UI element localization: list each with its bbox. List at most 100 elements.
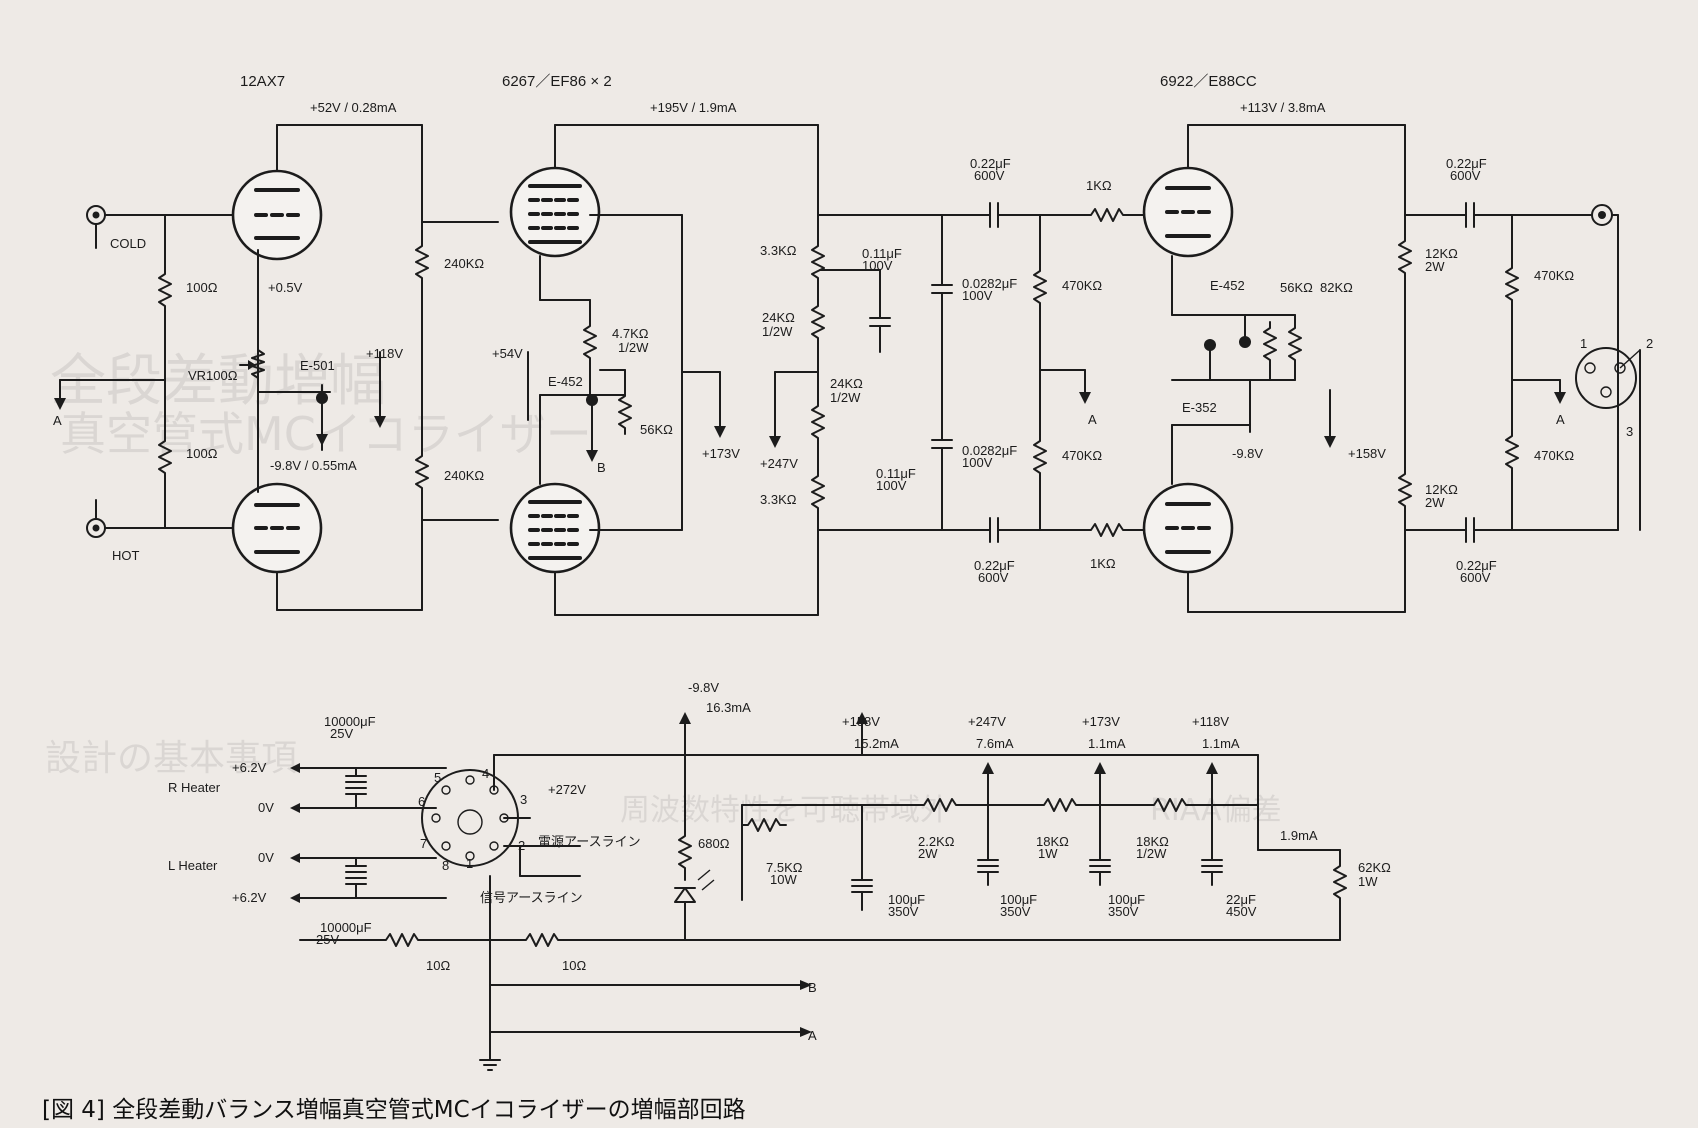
- r1ka-label: 1KΩ: [1086, 178, 1112, 193]
- c100b-volt-label: 350V: [1000, 904, 1031, 919]
- v118b-label: +118V: [1192, 714, 1229, 729]
- v118-label: +118V: [366, 346, 403, 361]
- v272-label: +272V: [548, 782, 586, 797]
- i11a-label: 1.1mA: [1088, 736, 1126, 751]
- r470d-label: 470KΩ: [1534, 448, 1574, 463]
- pin3-label: 3: [520, 792, 527, 807]
- xlr-pin1-label: 1: [1580, 336, 1587, 351]
- c100c-label: 100μF: [1108, 892, 1145, 907]
- r240a-label: 240KΩ: [444, 256, 484, 271]
- c011b-label: 0.11μF: [876, 466, 916, 481]
- rail3-label: +113V / 3.8mA: [1240, 100, 1326, 115]
- signal-ground-label: 信号アースライン: [480, 890, 583, 905]
- r56kb-label: 56KΩ: [1280, 280, 1313, 295]
- i11b-label: 1.1mA: [1202, 736, 1240, 751]
- bg-text-4: 周波数特性を可聴帯域外: [620, 793, 950, 828]
- psu-a-label: A: [808, 1028, 817, 1043]
- psu-b-label: B: [808, 980, 817, 995]
- tube1-label: 12AX7: [240, 73, 285, 90]
- c011a-volt-label: 100V: [862, 258, 893, 273]
- stage2: 6267／EF86 × 2 +195V / 1.9mA 4.7KΩ 1/2W: [492, 73, 1151, 616]
- vneg-label: -9.8V: [1232, 446, 1263, 461]
- c022a-volt-label: 600V: [974, 168, 1005, 183]
- l-heater-label: L Heater: [168, 858, 218, 873]
- c100b-label: 100μF: [1000, 892, 1037, 907]
- xlr-connector-icon: [1575, 347, 1637, 409]
- r18kb-watt-label: 1/2W: [1136, 846, 1167, 861]
- v158b-label: +158V: [1348, 446, 1386, 461]
- pin8-label: 8: [442, 858, 449, 873]
- c100c-volt-label: 350V: [1108, 904, 1139, 919]
- pin6-label: 6: [418, 794, 425, 809]
- i19-label: 1.9mA: [1280, 828, 1318, 843]
- hot-label: HOT: [112, 548, 140, 563]
- rail2-label: +195V / 1.9mA: [650, 100, 737, 115]
- c22-label: 22μF: [1226, 892, 1256, 907]
- r10a-label: 10Ω: [426, 958, 450, 973]
- c022a-label: 0.22μF: [970, 156, 1011, 171]
- cold-label: COLD: [110, 236, 146, 251]
- ground-a-label: A: [53, 413, 62, 428]
- c22-volt-label: 450V: [1226, 904, 1257, 919]
- bg-text-2: 全段差動増幅: [50, 349, 386, 414]
- r1kb-label: 1KΩ: [1090, 556, 1116, 571]
- r18k-watt-label: 1W: [1038, 846, 1058, 861]
- v54-label: +54V: [492, 346, 523, 361]
- r33a-label: 3.3KΩ: [760, 243, 797, 258]
- r82k-label: 82KΩ: [1320, 280, 1353, 295]
- r47k-label: 4.7KΩ: [612, 326, 649, 341]
- r22k-label: 2.2KΩ: [918, 834, 955, 849]
- r62k-watt-label: 1W: [1358, 874, 1378, 889]
- tube2a-icon: [509, 166, 601, 258]
- xlr-pin2-label: 2: [1646, 336, 1653, 351]
- e501-label: E-501: [300, 358, 335, 373]
- tube3-label: 6922／E88CC: [1160, 73, 1257, 90]
- r24b-watt-label: 1/2W: [830, 390, 861, 405]
- stage3: 6922／E88CC +113V / 3.8mA E-452 56KΩ 82KΩ…: [1142, 73, 1653, 613]
- c022b-label: 0.22μF: [974, 558, 1015, 573]
- pin7-label: 7: [420, 836, 427, 851]
- r62k-label: 62KΩ: [1358, 860, 1391, 875]
- vr-label: VR100Ω: [188, 368, 238, 383]
- c100a-volt-label: 350V: [888, 904, 919, 919]
- r12kb-watt-label: 2W: [1425, 495, 1445, 510]
- v173b-label: +173V: [1082, 714, 1120, 729]
- r12ka-watt-label: 2W: [1425, 259, 1445, 274]
- r24b-label: 24KΩ: [830, 376, 863, 391]
- bg-text-3: 設計の基本事項: [45, 738, 297, 779]
- i152-label: 15.2mA: [854, 736, 899, 751]
- r-input-top-label: 100Ω: [186, 280, 218, 295]
- r47k-watt-label: 1/2W: [618, 340, 649, 355]
- xlr-pin3-label: 3: [1626, 424, 1633, 439]
- r470b-label: 470KΩ: [1062, 448, 1102, 463]
- r24a-watt-label: 1/2W: [762, 324, 793, 339]
- pin5-label: 5: [434, 770, 441, 785]
- c0282b-label: 0.0282μF: [962, 443, 1017, 458]
- b-label: B: [597, 460, 606, 475]
- power-ground-label: 電源アースライン: [538, 834, 641, 849]
- e352-label: E-352: [1182, 400, 1217, 415]
- r10b-label: 10Ω: [562, 958, 586, 973]
- tube2-label: 6267／EF86 × 2: [502, 73, 612, 90]
- c022b-volt-label: 600V: [978, 570, 1009, 585]
- r470a-label: 470KΩ: [1062, 278, 1102, 293]
- i163-label: 16.3mA: [706, 700, 751, 715]
- r240b-label: 240KΩ: [444, 468, 484, 483]
- r470c-label: 470KΩ: [1534, 268, 1574, 283]
- c10000b-label: 10000μF: [320, 920, 372, 935]
- v-neg98-label: -9.8V: [688, 680, 719, 695]
- c10000a-volt-label: 25V: [330, 726, 353, 741]
- r18k-label: 18KΩ: [1036, 834, 1069, 849]
- c022c-volt-label: 600V: [1450, 168, 1481, 183]
- r56k-label: 56KΩ: [640, 422, 673, 437]
- stage1: 12AX7 +52V / 0.28mA COLD HOT 100Ω 100Ω A: [53, 73, 499, 611]
- r24a-label: 24KΩ: [762, 310, 795, 325]
- bg-text-5: RIAA偏差: [1150, 793, 1282, 828]
- r33b-label: 3.3KΩ: [760, 492, 797, 507]
- c0282b-volt-label: 100V: [962, 455, 993, 470]
- r-input-bot-label: 100Ω: [186, 446, 218, 461]
- figure-caption: [図 4] 全段差動バランス増幅真空管式MCイコライザーの増幅部回路: [42, 1097, 746, 1123]
- r75k-watt-label: 10W: [770, 872, 797, 887]
- r22k-watt-label: 2W: [918, 846, 938, 861]
